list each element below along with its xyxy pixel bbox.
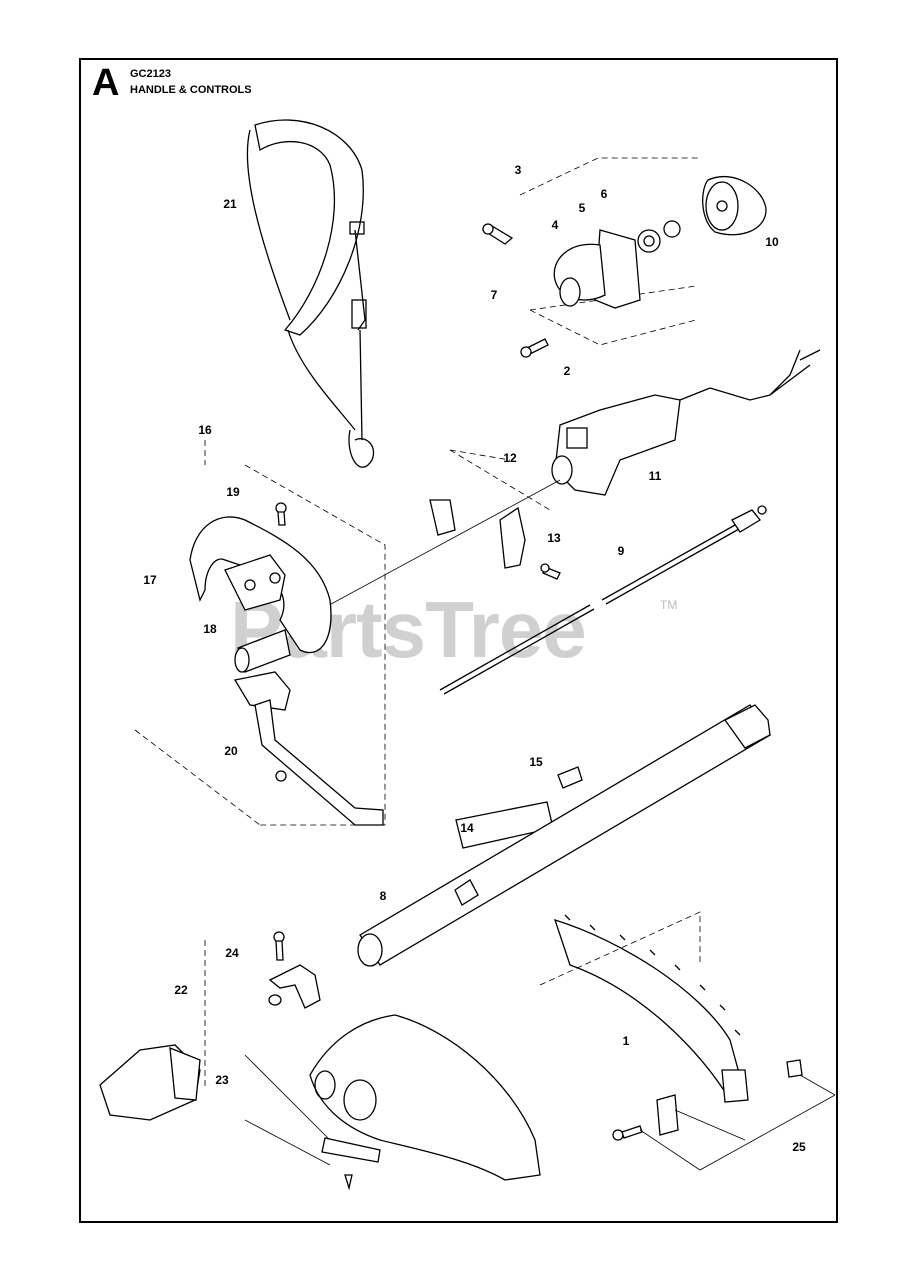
callout-6: 6	[600, 187, 608, 201]
screw-icon[interactable]	[540, 563, 561, 580]
mounting-plate-icon[interactable]	[656, 1094, 679, 1136]
callout-5: 5	[578, 201, 586, 215]
loop-handle-icon[interactable]	[189, 516, 332, 654]
line-cutter-icon[interactable]	[321, 1137, 381, 1163]
bearing-icon[interactable]	[637, 229, 661, 253]
callout-17: 17	[143, 573, 157, 587]
callout-2: 2	[563, 364, 571, 378]
harness-strap-icon[interactable]	[246, 119, 375, 468]
callout-14: 14	[460, 821, 474, 835]
watermark-trademark: TM	[660, 598, 678, 612]
callout-19: 19	[226, 485, 240, 499]
clip-icon[interactable]	[429, 499, 456, 536]
callout-3: 3	[514, 163, 522, 177]
clutch-drum-icon[interactable]	[702, 175, 767, 236]
callout-9: 9	[617, 544, 625, 558]
guard-housing-icon[interactable]	[309, 1014, 541, 1181]
screw-icon[interactable]	[481, 223, 514, 245]
section-letter: A	[92, 62, 120, 104]
clamp-icon[interactable]	[268, 964, 321, 1009]
callout-1: 1	[622, 1034, 630, 1048]
callout-24: 24	[225, 946, 239, 960]
callout-18: 18	[203, 622, 217, 636]
callout-23: 23	[215, 1073, 229, 1087]
gear-head-icon[interactable]	[99, 1044, 201, 1121]
callout-11: 11	[648, 469, 662, 483]
diagram-frame	[79, 58, 838, 1223]
callout-15: 15	[529, 755, 543, 769]
screw-icon[interactable]	[520, 338, 549, 358]
callout-21: 21	[223, 197, 237, 211]
retaining-ring-icon[interactable]	[663, 220, 681, 238]
callout-20: 20	[224, 744, 238, 758]
decal-small-icon[interactable]	[557, 766, 583, 789]
throttle-handle-icon[interactable]	[551, 349, 821, 496]
screw-icon[interactable]	[344, 1174, 353, 1191]
callout-25: 25	[792, 1140, 806, 1154]
callout-10: 10	[765, 235, 779, 249]
nut-icon[interactable]	[268, 994, 282, 1006]
callout-8: 8	[379, 889, 387, 903]
handle-bracket-icon[interactable]	[233, 671, 384, 826]
callout-4: 4	[551, 218, 559, 232]
shaft-tube-icon[interactable]	[357, 704, 771, 967]
screw-icon[interactable]	[275, 502, 287, 526]
bracket-icon[interactable]	[499, 506, 526, 569]
section-title: HANDLE & CONTROLS	[130, 84, 252, 96]
callout-22: 22	[174, 983, 188, 997]
callout-13: 13	[547, 531, 561, 545]
callout-7: 7	[490, 288, 498, 302]
gear-housing-icon[interactable]	[553, 229, 641, 309]
grip-sleeve-icon[interactable]	[234, 629, 291, 673]
model-number: GC2123	[130, 68, 171, 80]
drive-shaft-icon[interactable]	[439, 505, 767, 695]
screw-icon[interactable]	[612, 1125, 643, 1141]
callout-16: 16	[198, 423, 212, 437]
screw-icon[interactable]	[273, 931, 285, 961]
trimmer-guard-shield-icon[interactable]	[553, 914, 749, 1103]
callout-12: 12	[503, 451, 517, 465]
nut-icon[interactable]	[786, 1059, 803, 1078]
